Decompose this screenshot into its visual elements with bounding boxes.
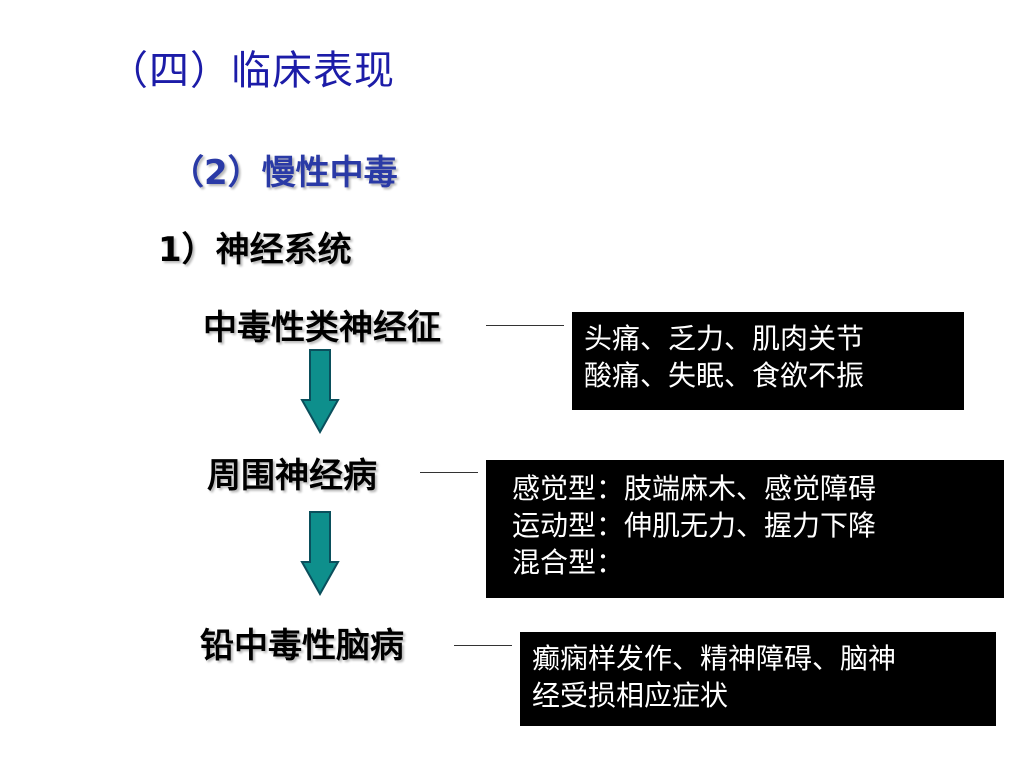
symptom-box-2: 感觉型：肢端麻木、感觉障碍 运动型：伸肌无力、握力下降 混合型：	[486, 460, 1004, 598]
flow-node-lead-encephalopathy: 铅中毒性脑病	[200, 626, 404, 666]
section-heading: 1）神经系统	[158, 230, 352, 270]
symptom-line: 经受损相应症状	[532, 679, 729, 712]
connector-line	[454, 645, 512, 646]
symptom-line: 运动型：伸肌无力、握力下降	[512, 509, 877, 542]
flow-node-peripheral-neuropathy: 周围神经病	[207, 456, 377, 496]
symptom-box-3: 癫痫样发作、精神障碍、脑神 经受损相应症状	[520, 632, 996, 726]
symptom-line: 头痛、乏力、肌肉关节	[584, 322, 865, 355]
down-arrow-icon	[300, 511, 340, 596]
flow-node-toxic-neurasthenia: 中毒性类神经征	[203, 308, 441, 348]
symptom-line: 感觉型：肢端麻木、感觉障碍	[512, 472, 877, 505]
symptom-line: 癫痫样发作、精神障碍、脑神	[532, 642, 897, 675]
connector-line	[486, 325, 564, 326]
slide-subtitle: （2）慢性中毒	[170, 153, 398, 193]
slide-title: （四）临床表现	[108, 48, 395, 94]
connector-line	[420, 472, 478, 473]
symptom-box-1: 头痛、乏力、肌肉关节 酸痛、失眠、食欲不振	[572, 312, 964, 410]
down-arrow-icon	[300, 349, 340, 434]
symptom-line: 酸痛、失眠、食欲不振	[584, 359, 865, 392]
symptom-line: 混合型：	[512, 546, 625, 579]
